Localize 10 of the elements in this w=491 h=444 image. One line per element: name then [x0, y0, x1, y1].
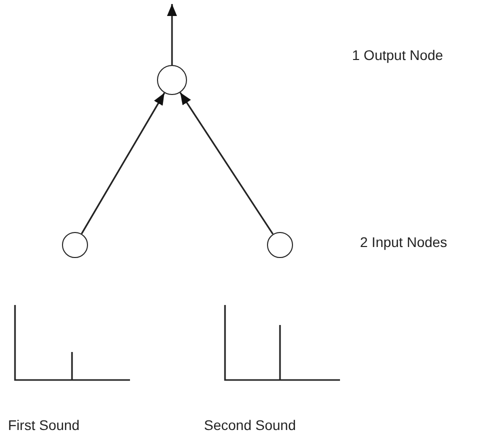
- layer-label: 2 Input Nodes: [360, 234, 448, 250]
- sound-caption: Second Sound: [204, 417, 296, 433]
- arrow: [167, 4, 177, 65]
- node-circle: [62, 232, 88, 258]
- arrow: [80, 92, 166, 234]
- sound-caption: First Sound: [8, 417, 80, 433]
- layer-label: 1 Output Node: [352, 47, 444, 63]
- node-circle: [157, 65, 187, 95]
- arrow: [180, 92, 274, 235]
- node-circle: [267, 232, 293, 258]
